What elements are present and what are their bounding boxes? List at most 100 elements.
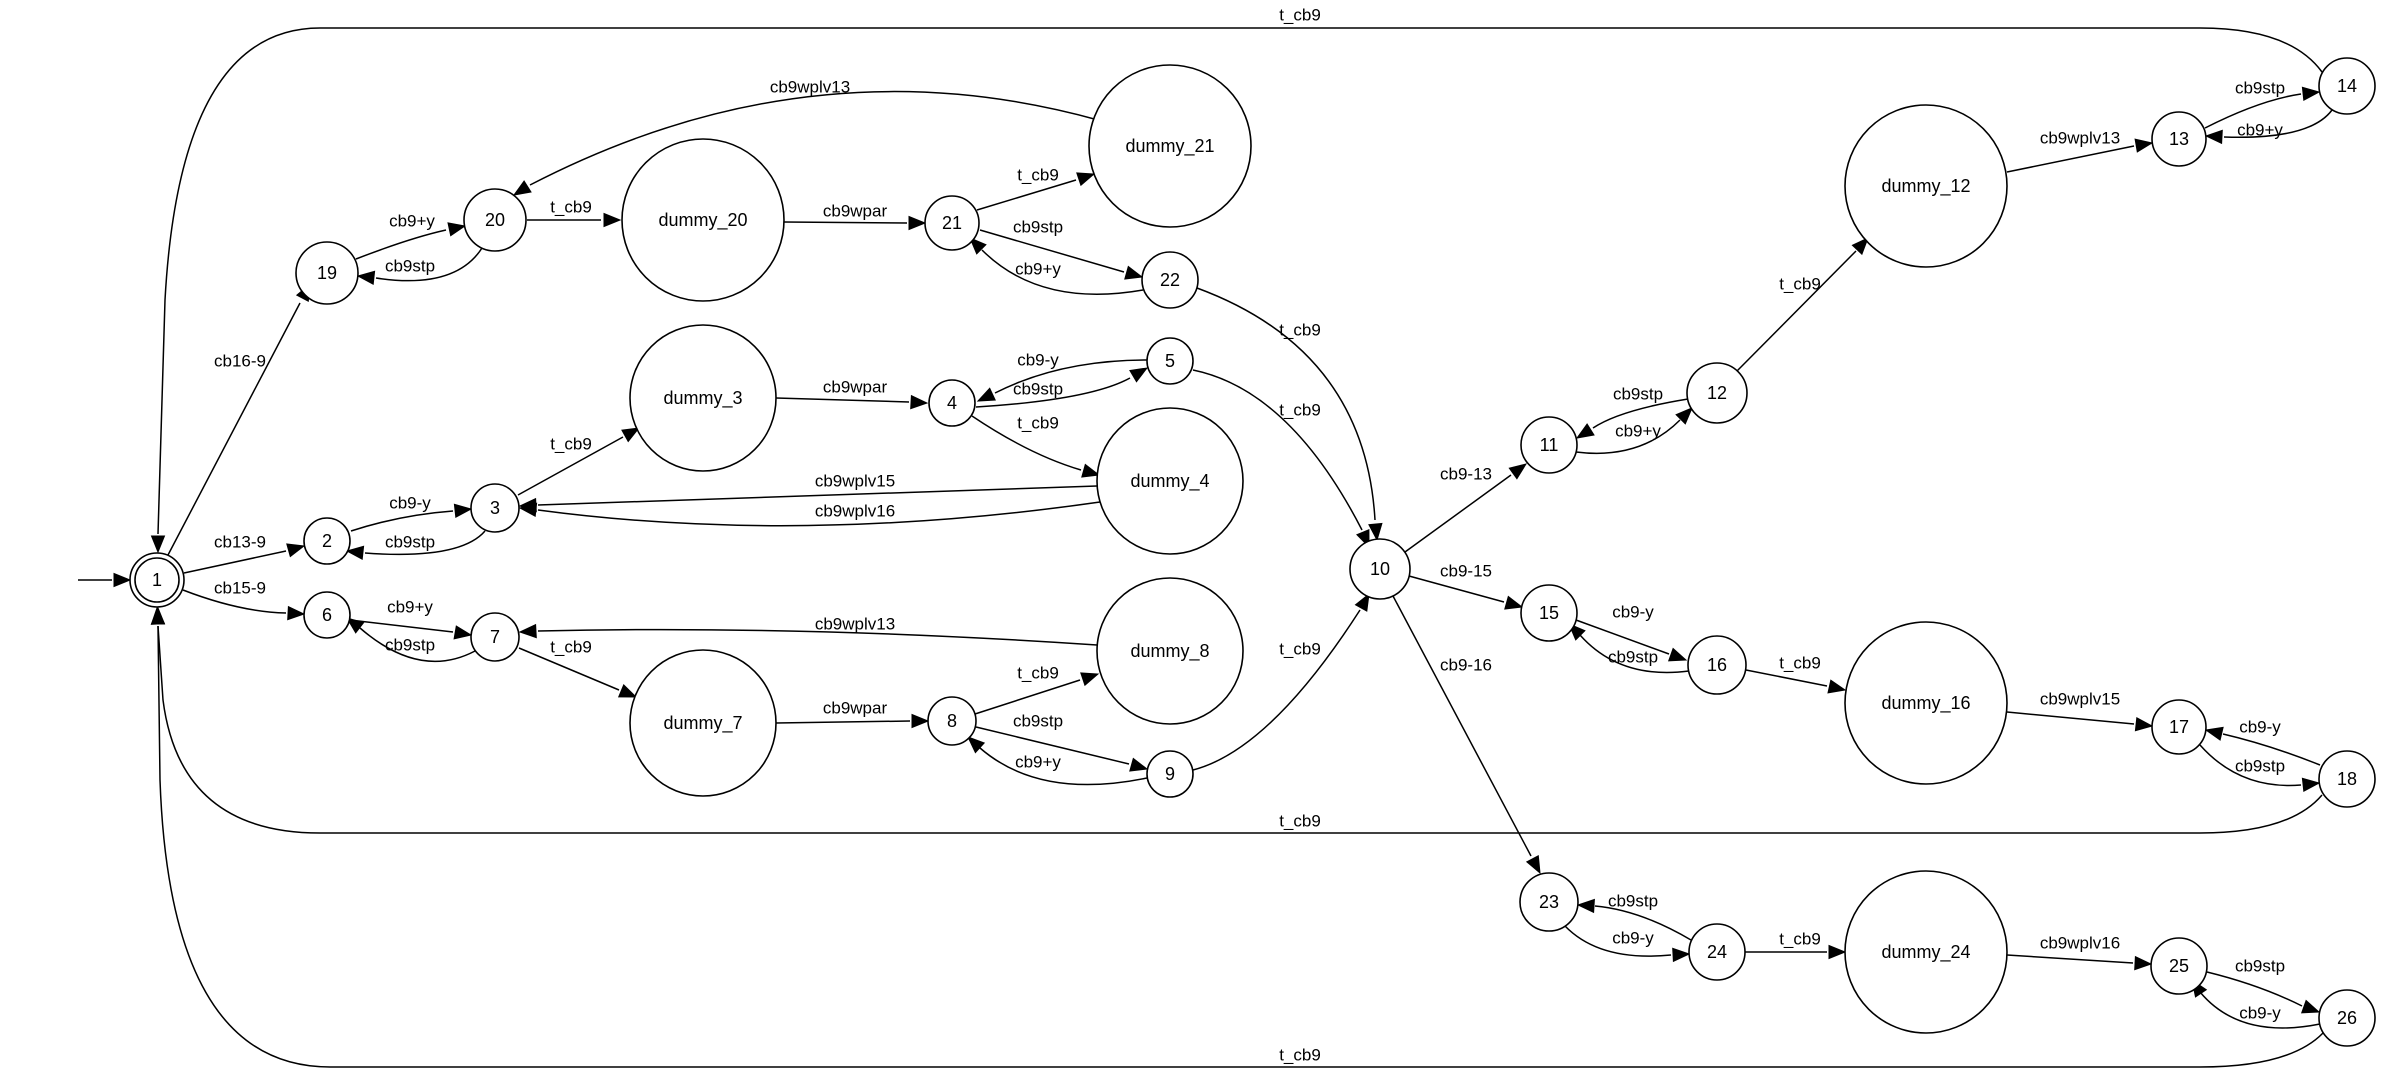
edge-line [1392,595,1532,857]
edge-label: cb9wplv15 [815,471,895,490]
state-circle [1686,362,1748,424]
state-circle [1844,621,2008,785]
edge-line [157,625,2323,834]
edge-13-to-14 [2204,86,2321,129]
state-label: dummy_7 [663,713,742,734]
state-label: 20 [485,210,505,230]
edge-21-to-dummy_21 [976,172,1096,211]
edge-label: t_cb9 [1779,929,1821,948]
state-node-dummy_7: dummy_7 [629,649,777,797]
edge-arrowhead [2134,138,2154,153]
edge-arrowhead [1675,407,1693,425]
state-circle [1096,407,1244,555]
edge-line [2006,711,2135,725]
edge-label: cb9wplv13 [815,614,895,633]
edge-1-to-6 [182,589,306,621]
edge-line [2006,145,2135,173]
edge-3-to-dummy_3 [517,427,641,496]
edge-line [1575,619,1670,655]
edge-label: cb9+y [1015,259,1061,278]
state-circle [1687,635,1747,695]
edge-label: cb9-y [2239,1003,2281,1022]
edge-label: cb9stp [385,256,435,275]
edge-label: cb9wplv13 [770,77,850,96]
edge-arrowhead [1851,237,1869,256]
state-label: dummy_21 [1125,136,1214,157]
edge-arrowhead [1124,265,1144,280]
state-label: 24 [1707,942,1727,962]
state-label: 21 [942,213,962,233]
edge-dummy_8-to-7 [518,623,1098,646]
state-label: 18 [2337,769,2357,789]
edge-20-to-19 [356,247,483,285]
state-node-dummy_21: dummy_21 [1088,64,1252,228]
state-node-24: 24 [1688,923,1746,981]
state-circle [295,241,359,305]
state-label: 5 [1165,351,1175,371]
edge-label: cb9-13 [1440,464,1492,483]
edge-label: t_cb9 [1779,274,1821,293]
edge-line [979,747,1148,786]
edge-label: cb9+y [1615,421,1661,440]
edge-line [517,436,624,496]
edge-arrowhead [2301,777,2321,792]
edge-line [2199,744,2302,787]
edge-line [2204,93,2302,129]
edge-line [359,627,476,663]
edge-arrowhead [1667,647,1688,662]
edge-label: t_cb9 [1279,5,1321,24]
edge-line [1404,474,1512,553]
edge-line [529,90,1099,186]
state-circle [1519,872,1579,932]
edge-label: cb9wpar [823,201,888,220]
edge-arrowhead [1504,595,1524,610]
edge-arrowhead [976,387,996,402]
state-node-15: 15 [1520,584,1578,642]
edge-10-to-15 [1408,575,1524,610]
edge-line [994,359,1148,394]
edge-label: cb9-15 [1440,561,1492,580]
edge-17-to-18 [2199,744,2321,792]
edge-8-to-dummy_8 [974,672,1100,715]
edge-arrowhead [603,212,622,228]
state-node-dummy_12: dummy_12 [1844,104,2008,268]
edge-12-to-dummy_12 [1736,237,1869,372]
edge-label: t_cb9 [550,637,592,656]
state-circle [629,324,777,472]
edge-label: cb9+y [1015,752,1061,771]
state-label: 11 [1540,435,1559,455]
edge-arrowhead [617,684,638,698]
state-node-7: 7 [470,612,520,662]
edge-label: cb9wpar [823,377,888,396]
edge-25-to-26 [2206,971,2321,1014]
edge-6-to-7 [349,619,473,640]
edge-label: t_cb9 [550,434,592,453]
state-node-5: 5 [1146,337,1194,385]
state-circle [927,696,977,746]
state-label: 4 [947,393,957,413]
edge-line [167,302,301,556]
edge-8-to-9 [975,726,1149,772]
edge-line [1196,287,1376,521]
edge-arrowhead [1828,944,1847,960]
state-circle [1146,337,1194,385]
edge-1-to-2 [183,543,306,574]
edge-label: t_cb9 [1279,320,1321,339]
edge-arrowhead [621,427,641,443]
state-label: dummy_20 [658,210,747,231]
edge-arrowhead [2134,955,2153,971]
edge-arrowhead [2134,717,2154,732]
edge-arrowhead [1080,672,1100,687]
edge-line [775,720,911,724]
edge-24-to-23 [1576,898,1692,941]
edge-line [1564,925,1672,957]
edge-label: t_cb9 [1017,663,1059,682]
edge-arrowhead [150,606,166,625]
state-label: dummy_16 [1881,693,1970,714]
state-node-dummy_8: dummy_8 [1096,577,1244,725]
edge-label: cb9wpar [823,698,888,717]
state-node-17: 17 [2151,699,2207,755]
state-label: 2 [322,531,332,551]
state-label: 10 [1370,559,1390,579]
